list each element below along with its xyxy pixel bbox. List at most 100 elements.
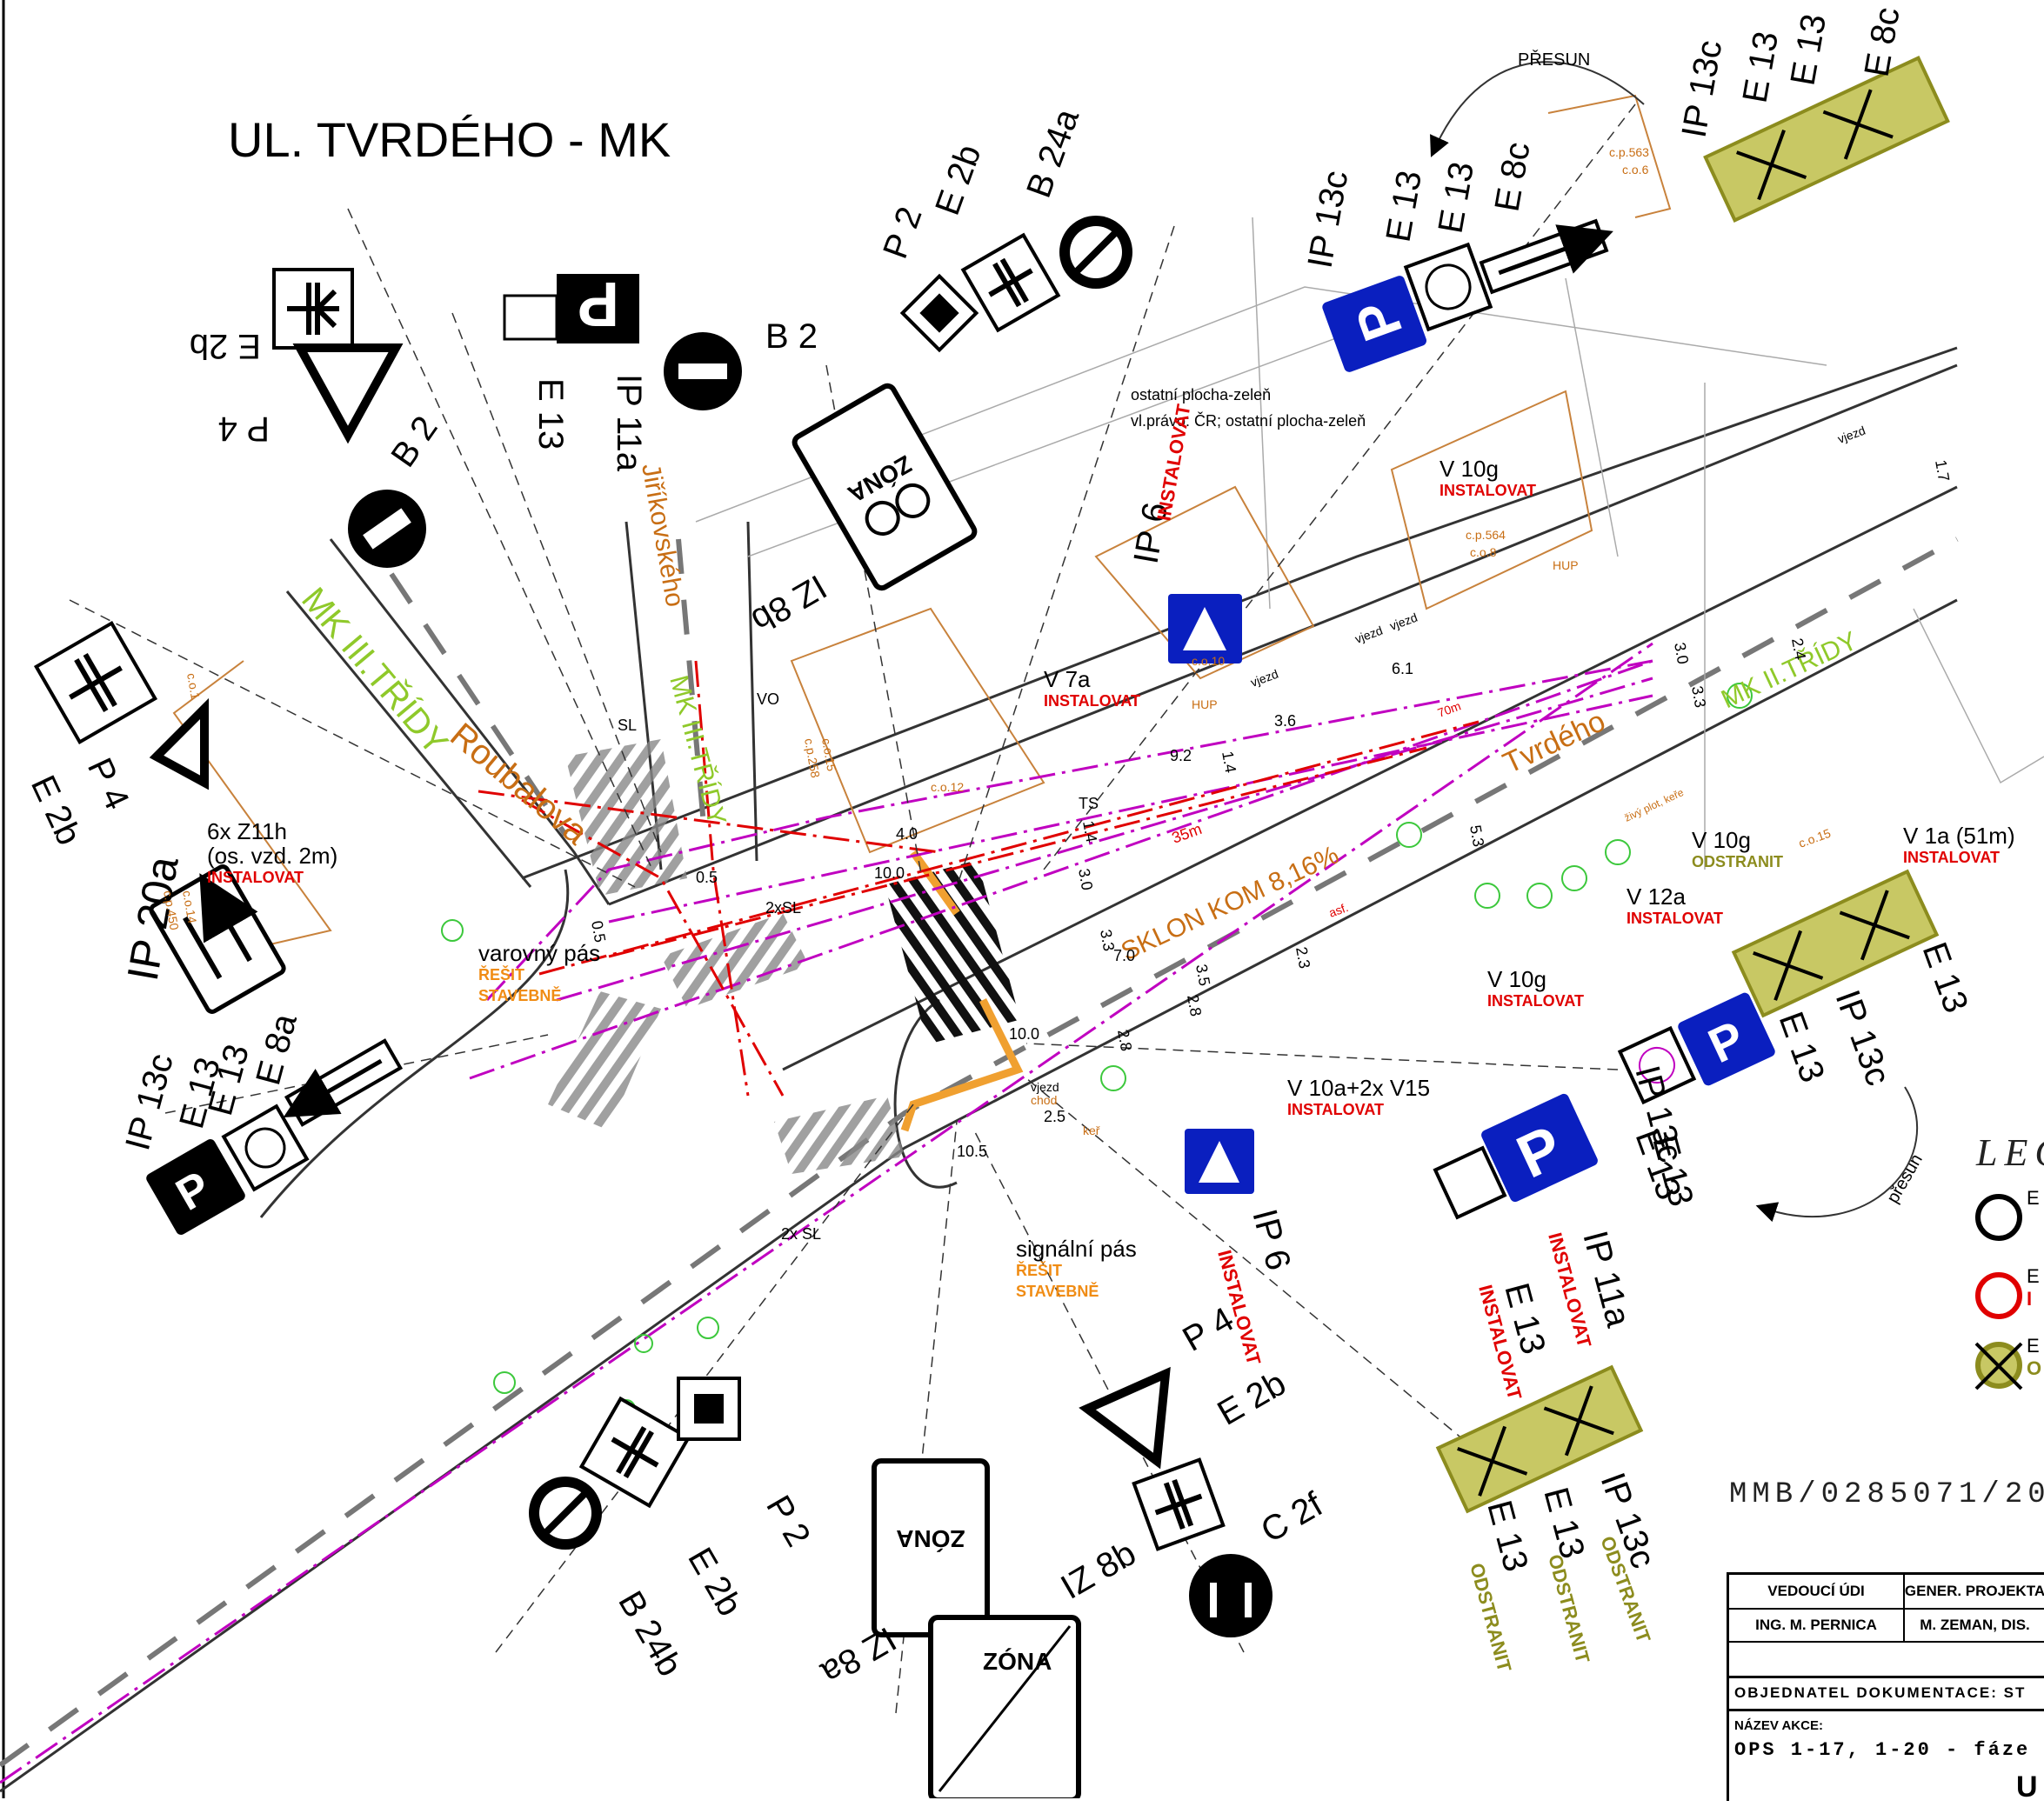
note-status: INSTALOVAT [207, 869, 304, 886]
sign-ip11a-se: P [1481, 1093, 1598, 1203]
sign-ip13c-west: P [146, 1139, 245, 1235]
dimension-label: 3.5 [1192, 963, 1213, 987]
sign-e8c-top [1479, 218, 1613, 295]
dimension-label: 1.4 [1219, 750, 1239, 774]
sign-e13-top [1403, 242, 1493, 332]
buildings [172, 94, 1672, 957]
sign-b2-top [664, 332, 742, 410]
dimension-label: 7.0 [1113, 947, 1135, 964]
sign-label: E 13 [1379, 168, 1430, 245]
sign-b2-nw [348, 490, 426, 568]
svg-text:P: P [578, 269, 619, 338]
dimension-label: 9.2 [1170, 747, 1192, 764]
misc-label: TS [1079, 795, 1099, 812]
misc-label: c.o.15 [819, 737, 838, 773]
misc-label: SL [618, 717, 637, 734]
sign-e13-west [221, 1104, 310, 1192]
title-block: VEDOUCÍ ÚDI GENER. PROJEKTA ING. M. PERN… [1727, 1572, 2044, 1804]
sign-label: IP 11a [610, 374, 648, 472]
sign-label: PŘESUN [1518, 50, 1590, 70]
sign-label: IZ 8b [745, 567, 833, 640]
note-main: V 7a [1044, 666, 1091, 692]
crosswalk-sw [548, 991, 661, 1130]
note-status: INSTALOVAT [1903, 849, 2000, 866]
sign-ip20a-west [149, 864, 286, 1014]
note-main: V 12a [1627, 883, 1686, 910]
note-status: INSTALOVAT [1044, 692, 1140, 710]
note-main: varovný pás [478, 940, 600, 966]
misc-label: c.p.258 [802, 737, 823, 779]
sign-label: B 24a [1019, 103, 1086, 203]
document-id: MMB/0285071/202 [1729, 1478, 2044, 1511]
dimension-label: 2.3 [1293, 945, 1313, 970]
note-status: INSTALOVAT [1487, 992, 1584, 1010]
misc-label: 35m [1170, 820, 1205, 847]
road-centerlines [0, 537, 1959, 1768]
note-main: V 10g [1692, 827, 1751, 853]
sign-e8a-west [283, 1038, 404, 1127]
legend-item: E [2027, 1335, 2040, 1357]
sight-lines [0, 642, 1653, 1784]
sign-e13-right [1617, 1025, 1697, 1105]
sign-label: IP 13c [1828, 985, 1898, 1090]
dimension-label: 4.0 [896, 825, 918, 843]
dimension-label: 3.6 [1274, 712, 1296, 730]
misc-label: c.o.15 [1797, 826, 1834, 850]
sign-label: B 24b [611, 1585, 689, 1684]
misc-label: c.p.563 [1609, 145, 1649, 159]
sign-label: IP 13c [1301, 168, 1356, 271]
dimension-label: 6.1 [1392, 660, 1413, 677]
sign-label: E 13 [1536, 1484, 1592, 1563]
sign-label: IP 13c [118, 1050, 181, 1154]
sign-label: P 2 [876, 202, 930, 263]
sign-iz8b-top: ZÓNA [792, 383, 978, 591]
misc-label: chod [1031, 1093, 1057, 1107]
presun-arrow-top [1430, 61, 1645, 157]
misc-label: asf. [1327, 900, 1351, 920]
tb-akce: OPS 1-17, 1-20 - fáze [1734, 1739, 2031, 1761]
sign-e2b-south2 [1132, 1457, 1226, 1551]
sign-label: přesun [1883, 1151, 1927, 1207]
legend-symbols [1974, 1194, 2023, 1390]
dimension-label: 10.0 [1009, 1025, 1039, 1043]
sign-c2f-south [1189, 1554, 1272, 1637]
misc-label: c.o.6 [1622, 163, 1649, 177]
sign-olive-south [1435, 1364, 1644, 1514]
red-sight-lines [478, 660, 1480, 1097]
sign-e2b-south [578, 1396, 691, 1509]
misc-label: 2xSL [765, 899, 801, 917]
note-main: V 10a+2x V15 [1287, 1075, 1430, 1101]
legend-title: LEG [1976, 1131, 2044, 1174]
note-main: vl.právo: ČR; ostatní plocha-zeleň [1131, 411, 1366, 430]
sign-olive-top [1703, 56, 1950, 223]
tb-client: OBJEDNATEL DOKUMENTACE: ST [1734, 1684, 2027, 1701]
sign-p2-top [899, 273, 979, 353]
misc-label: vjezd [1249, 667, 1280, 690]
misc-label: vjezd [1388, 610, 1419, 633]
sign-p4-south [1079, 1366, 1171, 1470]
dimension-label: 2.5 [1044, 1108, 1065, 1125]
sign-label: C 2f [1255, 1485, 1330, 1550]
sign-e2b-west [33, 620, 158, 745]
warning-strip [900, 850, 1024, 1132]
crosswalk-left [565, 739, 687, 896]
sign-label: E 13 [1784, 11, 1834, 89]
note-status: ŘEŠIT [478, 965, 524, 984]
sign-e2b-top [960, 232, 1061, 333]
sign-label: E 2b [190, 327, 261, 365]
sign-label: E 13 [1915, 937, 1975, 1017]
misc-label: živý plot, keře [1622, 786, 1686, 824]
note-main: V 1a (51m) [1903, 823, 2015, 849]
shrubs [441, 683, 1753, 1418]
sign-ip6-south [1185, 1129, 1254, 1194]
dimension-label: 0.5 [588, 919, 609, 944]
sign-label: IZ 8a [814, 1619, 903, 1692]
tb-n2: M. ZEMAN, DIS. [1920, 1617, 2030, 1633]
misc-label: c.o.14 [180, 890, 199, 925]
misc-label: keř [1083, 1124, 1100, 1137]
misc-label: c.o.1 [184, 672, 203, 701]
sign-label: IP 13c [1675, 37, 1730, 141]
misc-label: c.o.12 [931, 780, 964, 794]
dimension-label: 10.5 [957, 1143, 987, 1160]
